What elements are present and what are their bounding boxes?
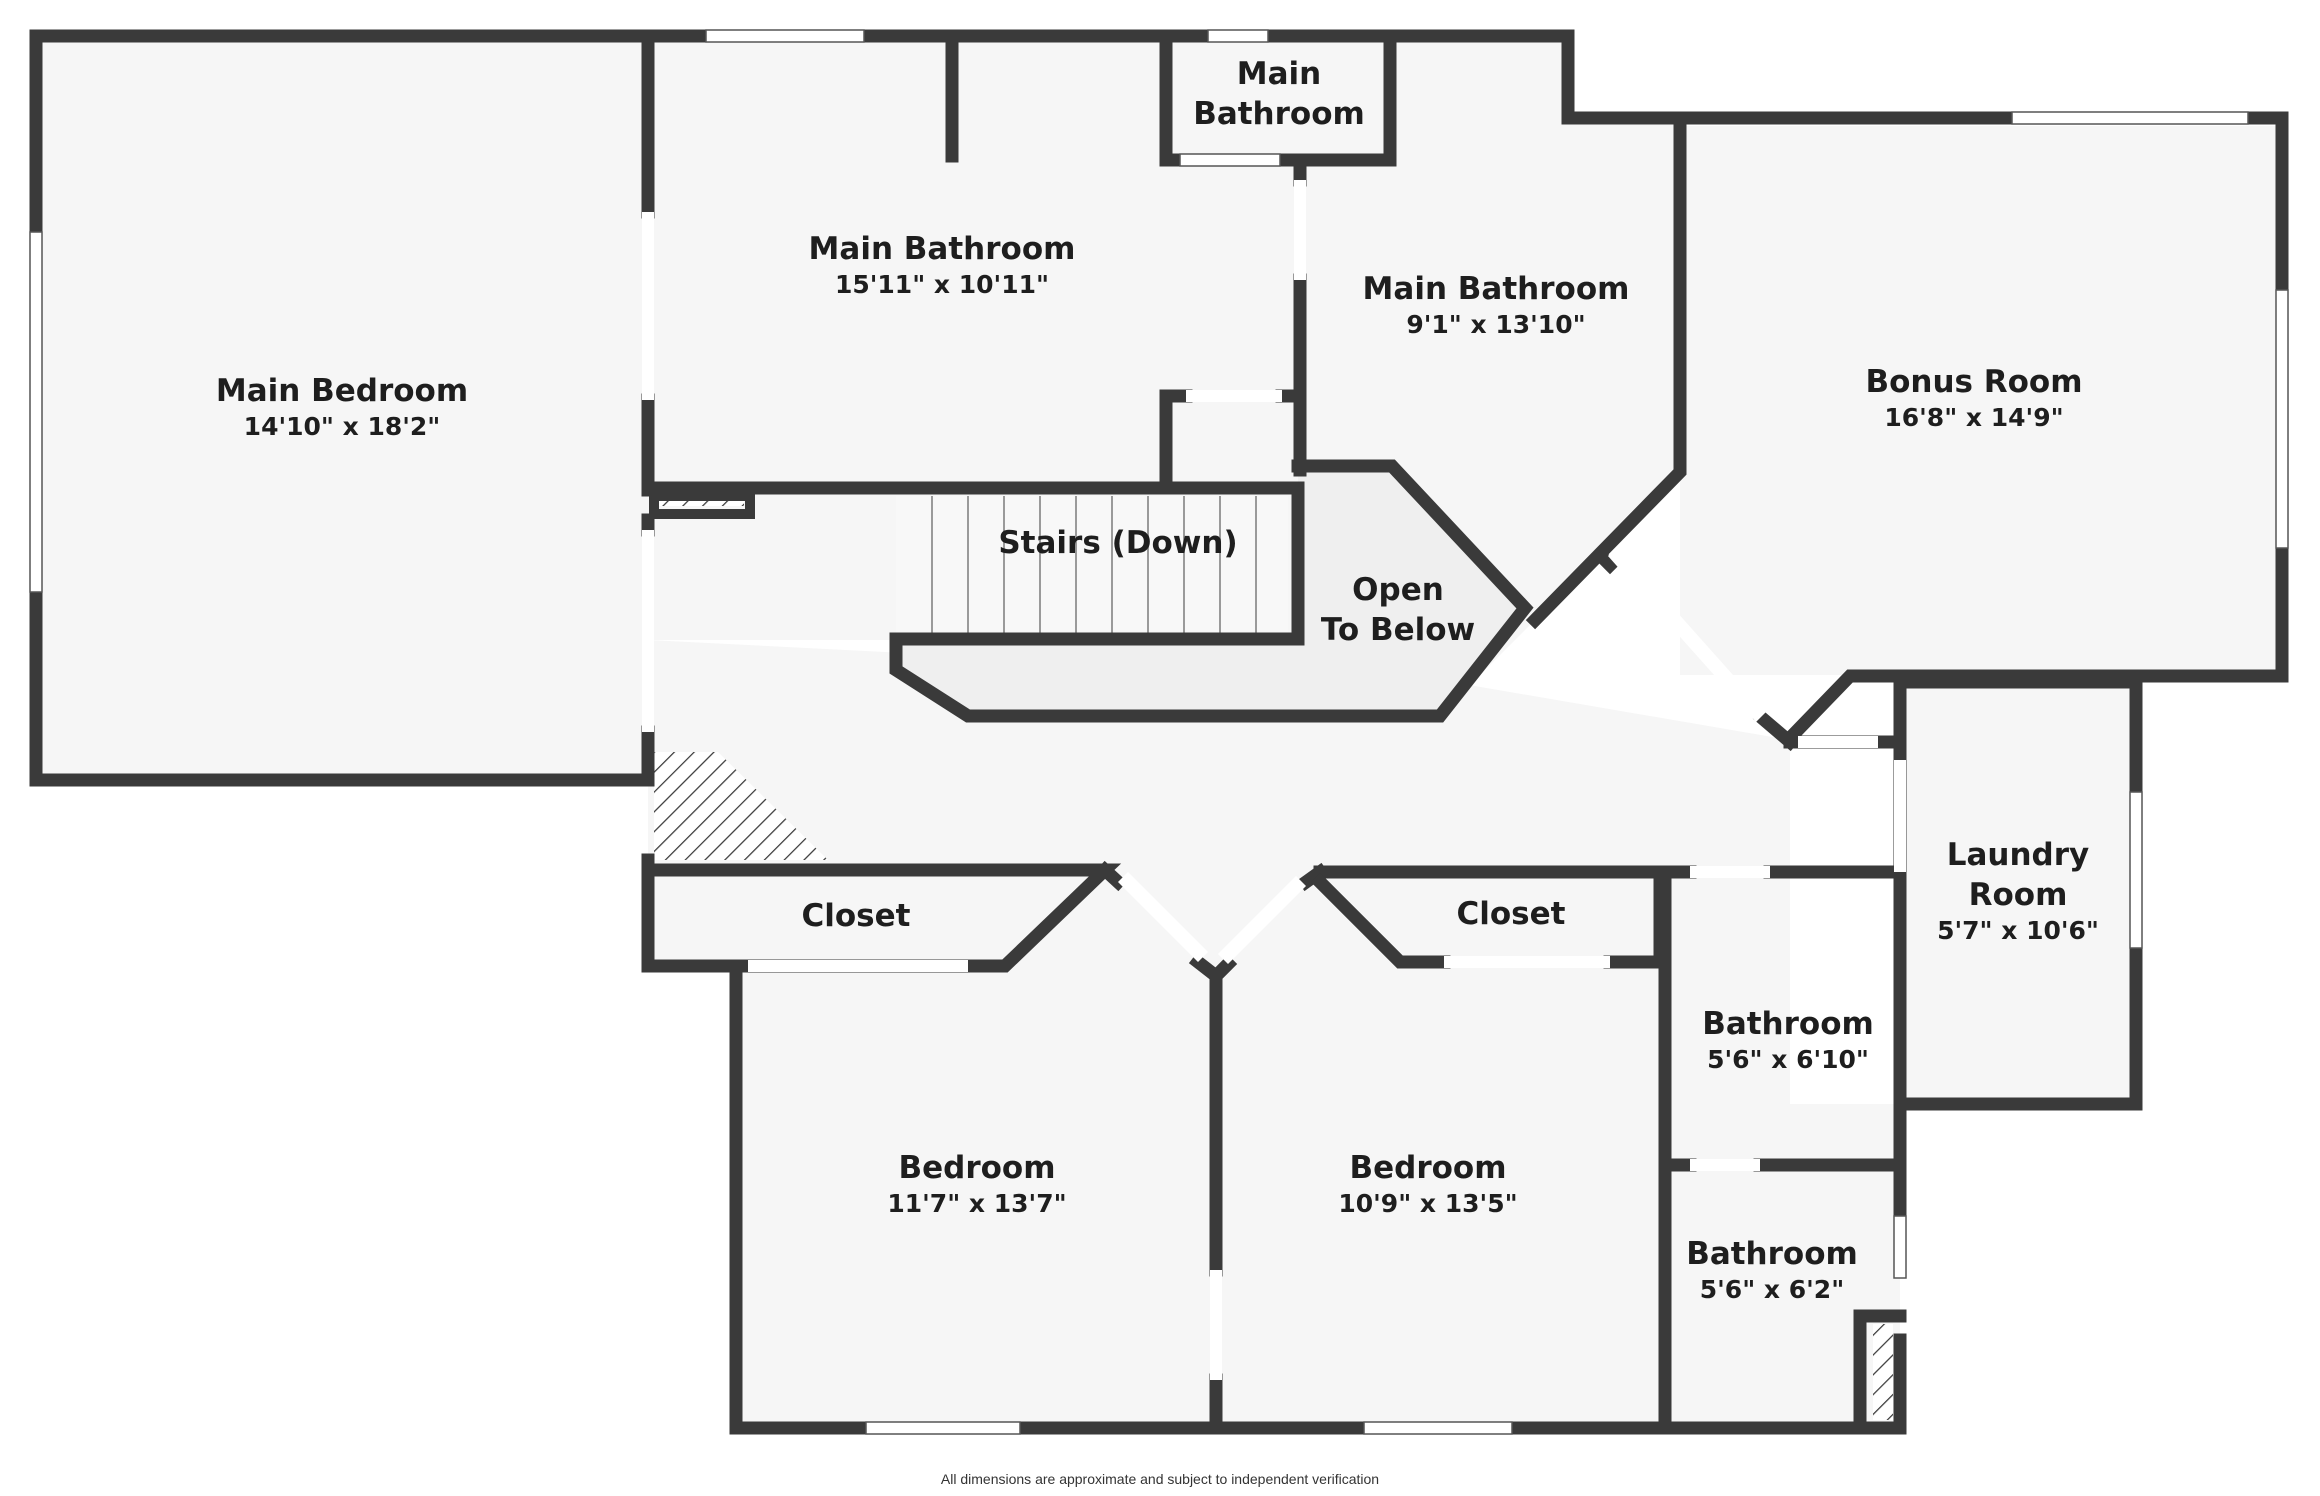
room-dimensions: 5'6" x 6'10" xyxy=(1707,1045,1869,1074)
room-name: Main Bedroom xyxy=(216,373,468,409)
room-name: Main Bathroom xyxy=(1363,271,1630,307)
open-to-below-line2: To Below xyxy=(1321,612,1475,648)
doors xyxy=(642,180,1906,1380)
room-main-bathroom-small[interactable]: Main Bathroom xyxy=(1193,56,1365,132)
windows xyxy=(29,29,2289,1435)
room-name: Bonus Room xyxy=(1865,364,2082,400)
room-name: Closet xyxy=(802,898,911,934)
room-main-bathroom-right[interactable]: Main Bathroom 9'1" x 13'10" xyxy=(1363,271,1630,339)
room-name-line2: Room xyxy=(1969,877,2068,913)
room-name: Bedroom xyxy=(1349,1150,1506,1186)
hatch-chase-bath xyxy=(1873,1324,1893,1420)
room-bedroom-left[interactable]: Bedroom 11'7" x 13'7" xyxy=(887,1150,1066,1218)
window xyxy=(1179,153,1281,167)
disclaimer-text: All dimensions are approximate and subje… xyxy=(941,1471,1379,1487)
window xyxy=(705,29,865,43)
window xyxy=(2129,791,2143,949)
walls xyxy=(29,29,2289,1435)
room-closet-right[interactable]: Closet xyxy=(1457,896,1566,932)
room-name: Bathroom xyxy=(1686,1236,1858,1272)
open-to-below-label-group: Open To Below xyxy=(1321,572,1475,648)
open-to-below-area xyxy=(900,470,1528,712)
room-dimensions: 16'8" x 14'9" xyxy=(1884,403,2063,432)
room-dimensions: 14'10" x 18'2" xyxy=(244,412,441,441)
room-main-bedroom[interactable]: Main Bedroom 14'10" x 18'2" xyxy=(216,373,468,441)
room-bathroom-lower[interactable]: Bathroom 5'6" x 6'2" xyxy=(1686,1236,1858,1304)
room-name: Bathroom xyxy=(1702,1006,1874,1042)
room-name-line1: Laundry xyxy=(1947,837,2090,873)
room-name: Bedroom xyxy=(898,1150,1055,1186)
room-dimensions: 15'11" x 10'11" xyxy=(835,270,1049,299)
room-bedroom-right[interactable]: Bedroom 10'9" x 13'5" xyxy=(1338,1150,1517,1218)
stair-treads xyxy=(931,496,1257,639)
hatch-chase-left xyxy=(654,752,828,860)
room-bathroom-upper[interactable]: Bathroom 5'6" x 6'10" xyxy=(1702,1006,1874,1074)
room-name-line2: Bathroom xyxy=(1193,96,1365,132)
window xyxy=(2275,289,2289,549)
room-name-line1: Main xyxy=(1237,56,1321,92)
room-name: Closet xyxy=(1457,896,1566,932)
window xyxy=(29,231,43,593)
floor-fills xyxy=(36,36,2282,1422)
room-dimensions: 5'6" x 6'2" xyxy=(1700,1275,1844,1304)
room-closet-left[interactable]: Closet xyxy=(802,898,911,934)
window xyxy=(1893,1215,1907,1279)
window xyxy=(865,1421,1021,1435)
window xyxy=(1207,29,1269,43)
room-dimensions: 9'1" x 13'10" xyxy=(1406,310,1585,339)
room-dimensions: 10'9" x 13'5" xyxy=(1338,1189,1517,1218)
room-main-bathroom-large[interactable]: Main Bathroom 15'11" x 10'11" xyxy=(809,231,1076,299)
window xyxy=(2011,111,2249,125)
room-laundry-room[interactable]: Laundry Room 5'7" x 10'6" xyxy=(1937,837,2099,945)
stairs-label: Stairs (Down) xyxy=(998,525,1237,561)
room-bonus-room[interactable]: Bonus Room 16'8" x 14'9" xyxy=(1865,364,2082,432)
room-dimensions: 5'7" x 10'6" xyxy=(1937,916,2099,945)
stairs-label-group: Stairs (Down) xyxy=(998,525,1237,561)
window xyxy=(1363,1421,1513,1435)
room-dimensions: 11'7" x 13'7" xyxy=(887,1189,1066,1218)
open-to-below-line1: Open xyxy=(1352,572,1444,608)
stairs[interactable] xyxy=(896,496,1288,639)
room-name: Main Bathroom xyxy=(809,231,1076,267)
